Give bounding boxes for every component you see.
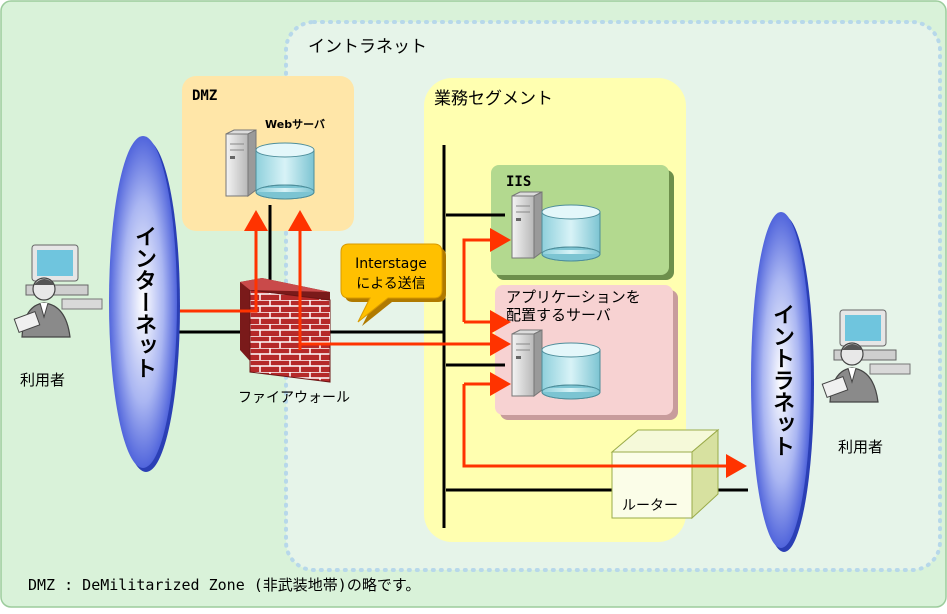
app-server-label-line1: アプリケーションを: [506, 288, 641, 306]
intranet-cloud-label: イントラネット: [769, 303, 794, 457]
dmz-zone-label: DMZ: [192, 88, 217, 104]
callout-line1: Interstage: [355, 256, 427, 272]
transmission-arrows: [176, 210, 747, 478]
router-label: ルーター: [622, 498, 678, 514]
firewall: [240, 278, 331, 383]
internet-cloud-label: インターネット: [131, 225, 156, 379]
iis-label: IIS: [506, 174, 531, 190]
router: [610, 428, 720, 520]
right-user-label: 利用者: [838, 438, 883, 456]
firewall-label: ファイアウォール: [238, 390, 350, 406]
footnote: DMZ : DeMilitarized Zone (非武装地帯)の略です。: [28, 576, 420, 594]
app-server-label-line2: 配置するサーバ: [506, 306, 611, 324]
interstage-callout: [340, 243, 446, 326]
intranet-cloud: [751, 212, 814, 552]
business-segment-label: 業務セグメント: [434, 89, 553, 109]
left-user-label: 利用者: [20, 371, 65, 389]
callout-line2: による送信: [356, 276, 426, 292]
internet-cloud: [109, 136, 180, 472]
web-server-label: Webサーバ: [265, 118, 325, 131]
intranet-zone-label: イントラネット: [308, 37, 427, 57]
